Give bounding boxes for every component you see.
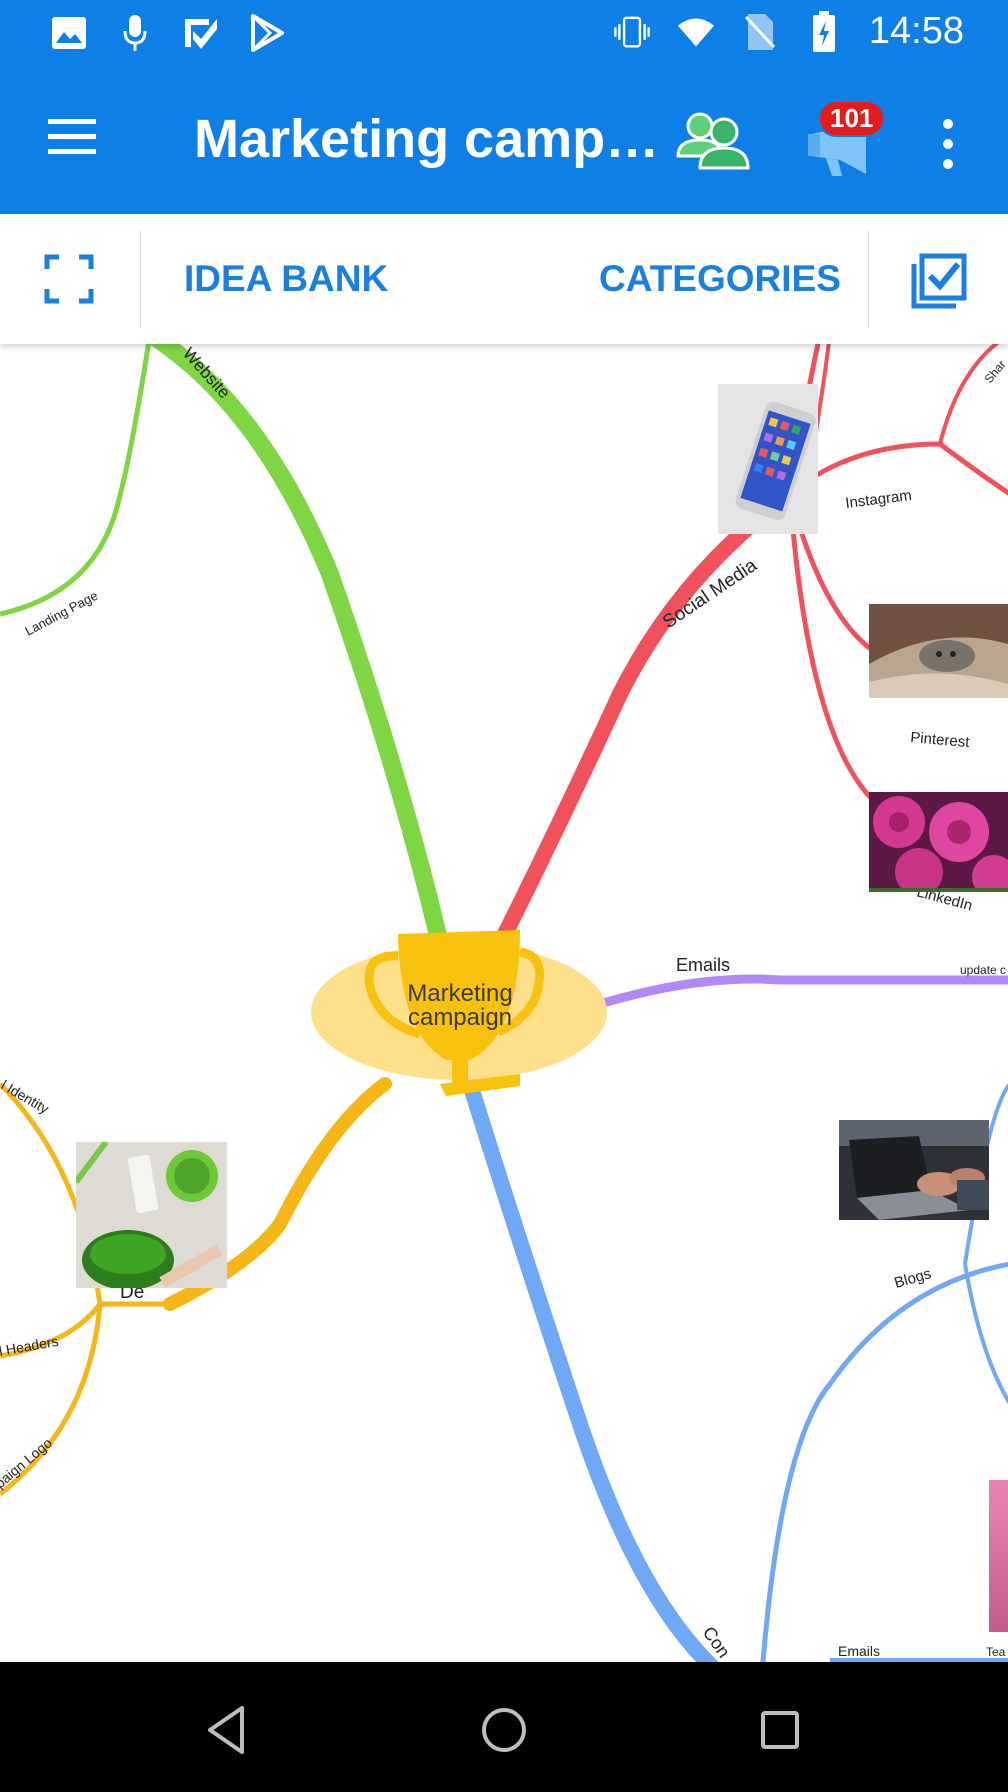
- home-button[interactable]: [474, 1700, 534, 1760]
- label-emails: Emails: [676, 955, 730, 975]
- recents-button[interactable]: [750, 1700, 810, 1760]
- app-bar: Marketing camp… 101: [0, 66, 1008, 214]
- branch-website: [148, 344, 449, 953]
- label-headers: l Headers: [0, 1333, 60, 1359]
- branch-landing-page: [0, 344, 151, 617]
- trophy-icon: [364, 930, 544, 1096]
- more-vert-icon: [943, 119, 953, 169]
- branch-content: [462, 1076, 719, 1662]
- cat-photo[interactable]: [869, 604, 1008, 698]
- categories-button[interactable]: CATEGORIES: [599, 258, 841, 299]
- label-share: Shar: [982, 358, 1008, 386]
- status-bar: 14:58: [0, 0, 1008, 66]
- menu-icon: [48, 119, 96, 154]
- toolbar-divider: [868, 230, 869, 328]
- branch-social-media: [492, 486, 798, 952]
- fullscreen-button[interactable]: [44, 254, 94, 304]
- collaborators-button[interactable]: [672, 106, 752, 176]
- label-landing-page: Landing Page: [22, 588, 100, 639]
- idea-bank-button[interactable]: IDEA BANK: [184, 258, 389, 299]
- central-topic-line2: campaign: [407, 1004, 513, 1031]
- more-options-button[interactable]: [930, 114, 966, 174]
- branch-emails: [598, 974, 1008, 1009]
- label-emails-2: Emails: [838, 1643, 880, 1659]
- task-list-button[interactable]: [908, 250, 968, 310]
- label-pinterest: Pinterest: [910, 729, 971, 751]
- vibrate-icon: [613, 11, 651, 53]
- design-photo[interactable]: [76, 1142, 227, 1288]
- people-icon: [676, 112, 750, 170]
- toolbar-divider: [140, 230, 141, 328]
- back-button[interactable]: [198, 1700, 258, 1760]
- pink-photo[interactable]: [989, 1480, 1008, 1632]
- toolbar: IDEA BANK CATEGORIES: [0, 214, 1008, 344]
- back-icon: [208, 1706, 244, 1754]
- recents-icon: [761, 1711, 799, 1749]
- label-campaign-logo: paign Logo: [0, 1434, 55, 1491]
- navigation-bar: [0, 1662, 1008, 1792]
- central-topic[interactable]: Marketing campaign: [370, 982, 550, 1030]
- checklist-icon: [911, 253, 967, 309]
- mind-map-canvas[interactable]: Website Landing Page Social Media Instag…: [0, 344, 1008, 1662]
- laptop-photo[interactable]: [839, 1120, 989, 1220]
- flowers-photo[interactable]: [869, 792, 1008, 892]
- mind-map: Website Landing Page Social Media Instag…: [0, 344, 1008, 1662]
- microphone-icon: [116, 12, 154, 54]
- announcements-button[interactable]: 101: [800, 96, 890, 186]
- branch-instagram: [788, 441, 1008, 496]
- branch-campaign-logo: [0, 1303, 103, 1496]
- label-blogs: Blogs: [892, 1265, 933, 1292]
- label-instagram: Instagram: [844, 487, 912, 512]
- branch-share: [938, 344, 1000, 445]
- page-title: Marketing camp…: [194, 109, 660, 169]
- tick-app-icon: [182, 12, 220, 54]
- label-update: update c: [960, 963, 1006, 977]
- clock: 14:58: [868, 10, 964, 52]
- fullscreen-icon: [44, 254, 94, 304]
- label-teams: Tea: [986, 1645, 1006, 1659]
- wifi-icon: [677, 11, 715, 53]
- menu-button[interactable]: [44, 112, 100, 162]
- no-sim-icon: [741, 11, 779, 53]
- branch-headers: [0, 1302, 102, 1359]
- play-store-icon: [248, 12, 286, 54]
- home-icon: [482, 1708, 526, 1752]
- central-topic-line1: Marketing: [407, 980, 513, 1007]
- phone-photo[interactable]: [718, 384, 818, 534]
- image-icon: [50, 12, 88, 54]
- notification-badge: 101: [818, 100, 886, 137]
- branch-blogs: [760, 1261, 1008, 1662]
- battery-charging-icon: [805, 10, 843, 53]
